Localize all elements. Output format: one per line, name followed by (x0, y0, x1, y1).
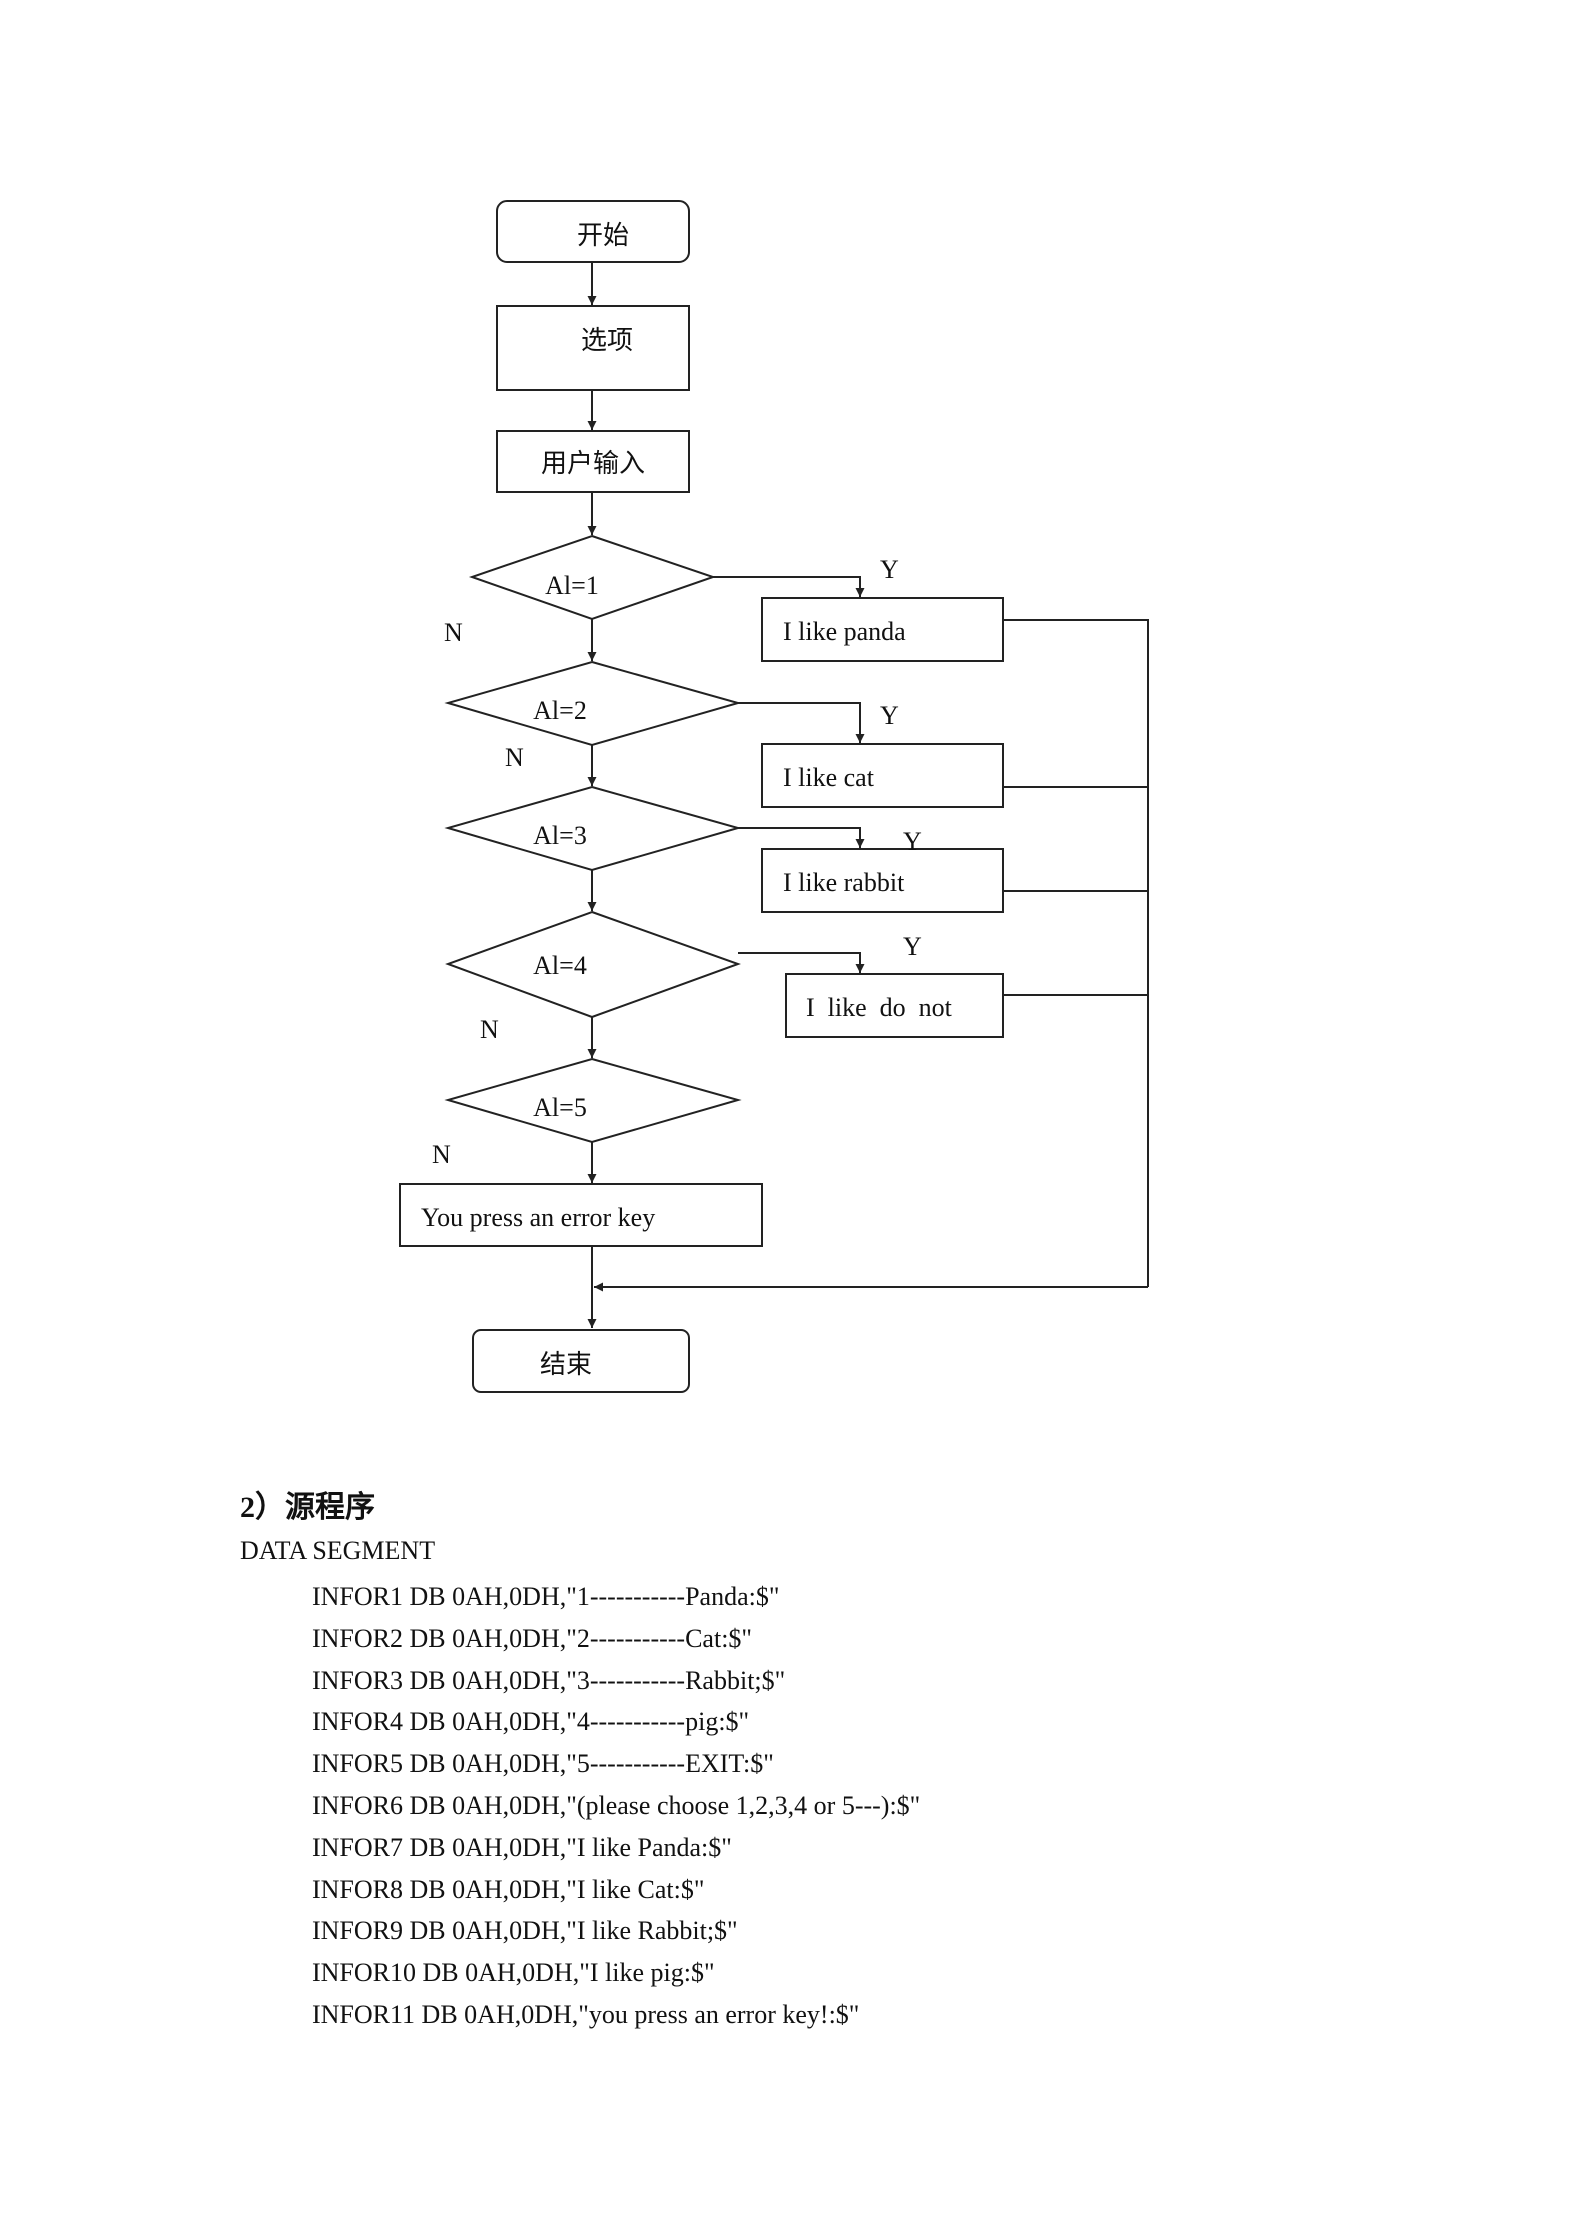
code-line: INFOR2 DB 0AH,0DH,"2-----------Cat:$" (312, 1623, 753, 1653)
section-heading: 2）源程序 (240, 1491, 375, 1524)
merge-line-right (1003, 619, 1149, 1287)
arrow-yes-1 (713, 576, 865, 597)
yes-label-4: Y (903, 932, 922, 961)
no-label-1: N (444, 618, 463, 647)
output-rabbit-label: I like rabbit (783, 868, 905, 897)
data-segment-label: DATA SEGMENT (240, 1536, 436, 1565)
decision-al-2 (444, 660, 742, 747)
output-panda-label: I like panda (783, 617, 906, 646)
yes-label-1: Y (880, 555, 899, 584)
output-rabbit-box (761, 848, 1004, 913)
error-box-label: You press an error key (421, 1203, 655, 1232)
user-input-box (496, 430, 690, 493)
no-label-2: N (505, 743, 524, 772)
end-terminal (472, 1329, 690, 1393)
decision-al-3-label: Al=3 (533, 821, 587, 850)
output-cat-label: I like cat (783, 763, 875, 792)
code-line: INFOR7 DB 0AH,0DH,"I like Panda:$" (312, 1832, 732, 1862)
end-label: 结束 (540, 1350, 592, 1379)
output-panda-box (761, 597, 1004, 662)
user-input-label: 用户输入 (541, 449, 645, 478)
arrow-yes-3 (738, 827, 865, 848)
yes-label-2: Y (880, 701, 899, 730)
decision-al-1-label: Al=1 (545, 571, 599, 600)
code-line: INFOR11 DB 0AH,0DH,"you press an error k… (312, 1999, 860, 2029)
flowchart-connectors (587, 262, 1149, 1328)
decision-al-3 (444, 785, 742, 872)
output-do-not-label: I like do not (806, 993, 953, 1022)
decision-al-1 (468, 534, 717, 621)
code-line: INFOR3 DB 0AH,0DH,"3-----------Rabbit;$" (312, 1665, 786, 1695)
arrow-yes-4 (738, 952, 865, 973)
no-label-4: N (480, 1015, 499, 1044)
decision-al-4 (445, 910, 741, 1019)
code-line: INFOR4 DB 0AH,0DH,"4-----------pig:$" (312, 1707, 750, 1737)
arrow-yes-2 (738, 702, 865, 743)
code-line: INFOR6 DB 0AH,0DH,"(please choose 1,2,3,… (312, 1790, 921, 1820)
yes-label-3: Y (903, 827, 922, 856)
code-line: INFOR8 DB 0AH,0DH,"I like Cat:$" (312, 1874, 705, 1904)
decision-al-2-label: Al=2 (533, 696, 587, 725)
code-line: INFOR1 DB 0AH,0DH,"1-----------Panda:$" (312, 1582, 780, 1611)
decision-al-5 (444, 1057, 742, 1144)
code-line: INFOR5 DB 0AH,0DH,"5-----------EXIT:$" (312, 1749, 774, 1779)
code-listing: INFOR1 DB 0AH,0DH,"1-----------Panda:$" … (312, 1576, 920, 2036)
code-line: INFOR9 DB 0AH,0DH,"I like Rabbit;$" (312, 1916, 738, 1946)
options-box (496, 305, 690, 391)
error-box (399, 1183, 763, 1247)
flowchart-diagram: 开始 选项 用户输入 Al=1 Al=2 Al=3 Al=4 Al=5 I li… (399, 200, 1149, 1393)
no-label-5: N (432, 1140, 451, 1169)
options-label: 选项 (581, 326, 633, 355)
start-label: 开始 (577, 221, 629, 250)
output-do-not-box (785, 973, 1004, 1038)
start-terminal (496, 200, 690, 263)
decision-al-5-label: Al=5 (533, 1093, 587, 1122)
output-cat-box (761, 743, 1004, 808)
decision-al-4-label: Al=4 (533, 951, 587, 980)
code-line: INFOR10 DB 0AH,0DH,"I like pig:$" (312, 1958, 715, 1988)
